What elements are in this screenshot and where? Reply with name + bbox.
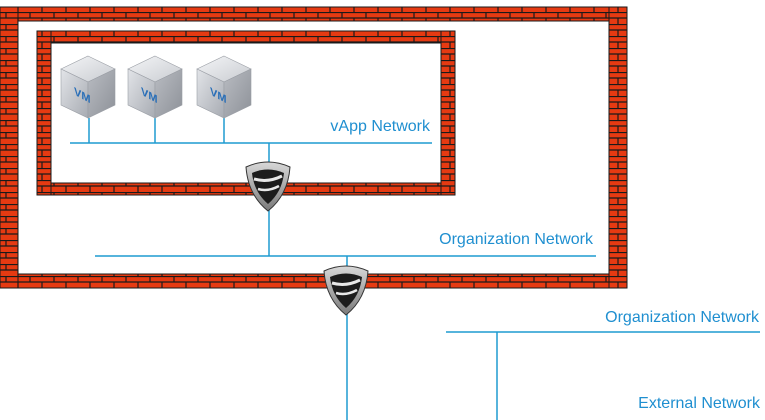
vapp-firewall-wall — [36, 30, 456, 196]
organization-firewall-wall — [0, 6, 628, 289]
organization-network-inner-label: Organization Network — [439, 231, 594, 248]
organization-edge-shield-icon — [323, 265, 369, 316]
vapp-network-label: vApp Network — [330, 118, 431, 135]
external-network-label: External Network — [638, 395, 761, 412]
vm-icon: VM — [60, 55, 116, 119]
vm-icon: VM — [196, 55, 252, 119]
vapp-edge-shield-icon — [245, 161, 291, 212]
vm-icon: VM — [127, 55, 183, 119]
organization-network-outer-label: Organization Network — [605, 309, 760, 326]
